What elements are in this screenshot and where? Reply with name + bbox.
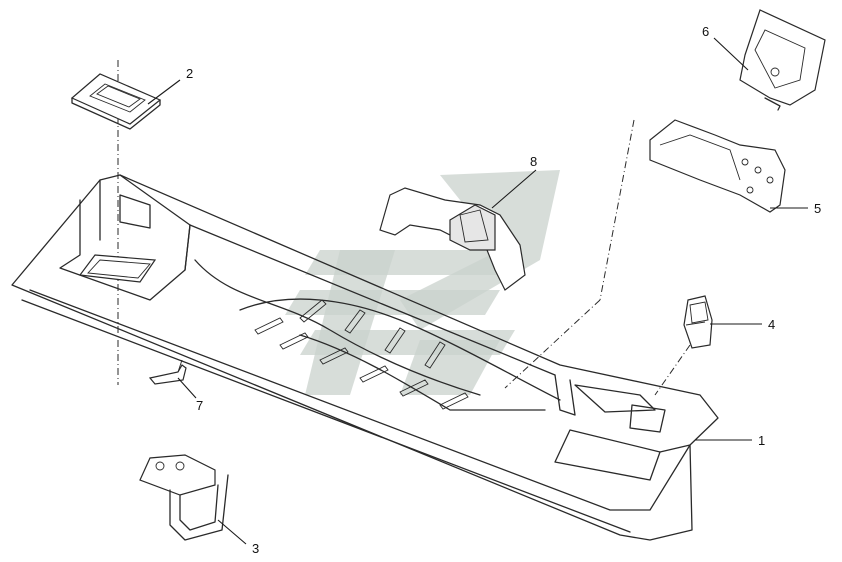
watermark-logo [285, 170, 560, 395]
callout-3: 3 [252, 541, 259, 556]
callout-8: 8 [530, 154, 537, 169]
callout-2: 2 [186, 66, 193, 81]
part-1-cowl-panel [11, 174, 719, 541]
part-5-reinforcement [649, 119, 786, 213]
part-6-bracket [739, 9, 826, 111]
part-4-clip [683, 295, 713, 349]
callout-6: 6 [702, 24, 709, 39]
callout-1: 1 [758, 433, 765, 448]
leader-7 [177, 377, 197, 399]
callout-4: 4 [768, 317, 775, 332]
callout-7: 7 [196, 398, 203, 413]
leader-8 [491, 169, 537, 209]
part-3-bracket [139, 454, 229, 541]
alignment-line-part4 [654, 344, 691, 396]
leader-3 [217, 519, 247, 545]
part-8-duct [379, 187, 526, 291]
part-7-hook [148, 359, 187, 385]
leader-6 [713, 37, 749, 71]
part-2-plate [70, 73, 162, 130]
vent-slots [254, 299, 469, 410]
leader-2 [147, 79, 181, 105]
alignment-line-center [504, 299, 601, 389]
callout-5: 5 [814, 201, 821, 216]
alignment-line-right [599, 119, 635, 301]
